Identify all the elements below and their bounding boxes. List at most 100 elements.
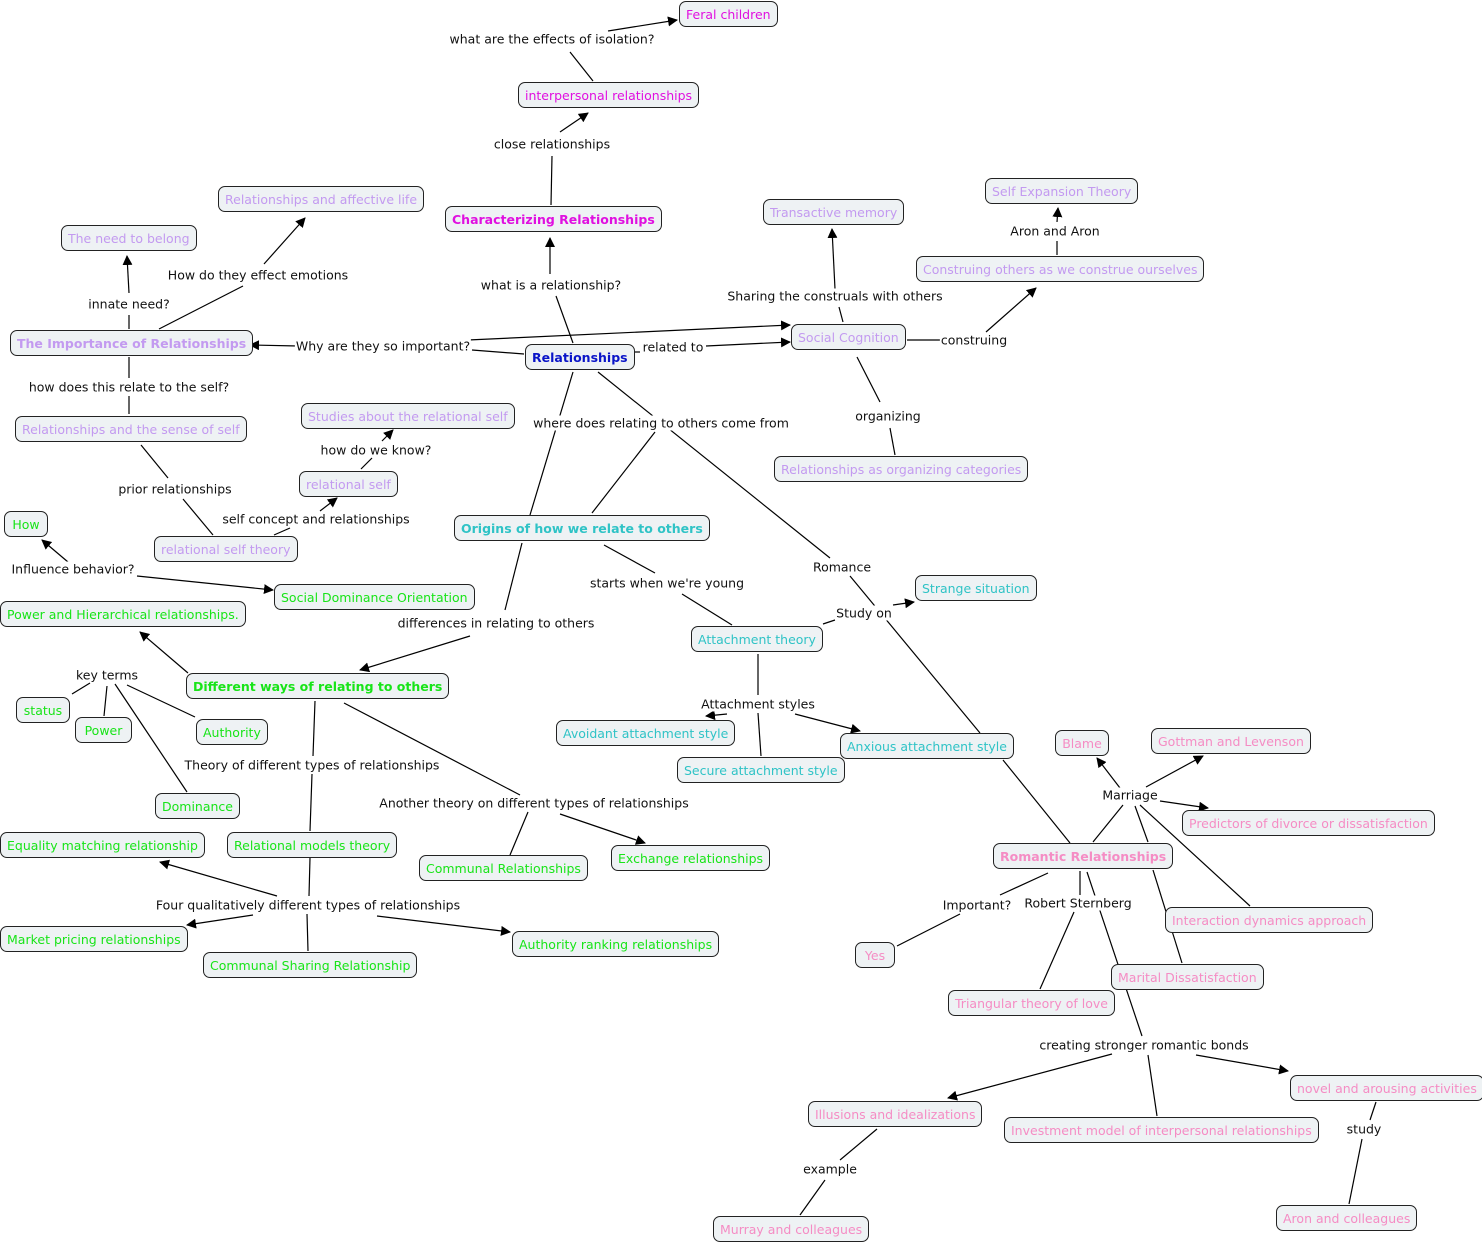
connector-line xyxy=(343,702,521,796)
concept-node-power[interactable]: Power xyxy=(75,717,132,743)
link-label: Theory of different types of relationshi… xyxy=(183,757,441,773)
connector-arrow xyxy=(827,228,838,290)
connector-line xyxy=(822,619,836,625)
link-label: how does this relate to the self? xyxy=(27,379,231,395)
concept-node-selfexp[interactable]: Self Expansion Theory xyxy=(985,178,1139,204)
concept-node-how[interactable]: How xyxy=(4,511,48,537)
connector-arrow xyxy=(794,713,861,734)
concept-node-equality[interactable]: Equality matching relationship xyxy=(0,832,205,858)
concept-node-interaction[interactable]: Interaction dynamics approach xyxy=(1165,907,1374,933)
link-label: organizing xyxy=(854,408,922,424)
link-label: Influence behavior? xyxy=(10,561,136,577)
connector-line xyxy=(529,371,574,516)
link-label: how do we know? xyxy=(319,442,433,458)
connector-line xyxy=(999,872,1049,896)
concept-node-origins[interactable]: Origins of how we relate to others xyxy=(454,515,710,541)
connector-line xyxy=(312,700,316,757)
connector-arrow xyxy=(559,112,589,133)
concept-node-relself[interactable]: relational self xyxy=(299,471,398,497)
concept-node-organizing[interactable]: Relationships as organizing categories xyxy=(774,456,1029,482)
concept-node-transactive[interactable]: Transactive memory xyxy=(763,199,905,225)
connector-arrow xyxy=(122,255,133,294)
concept-node-status[interactable]: status xyxy=(16,697,70,723)
concept-node-importance[interactable]: The Importance of Relationships xyxy=(10,330,254,356)
concept-node-secure[interactable]: Secure attachment style xyxy=(677,757,845,783)
concept-node-authority[interactable]: Authority xyxy=(196,719,268,745)
connector-line xyxy=(889,427,896,456)
link-label: close relationships xyxy=(492,136,612,152)
connector-line xyxy=(1348,1138,1363,1205)
concept-node-power_hier[interactable]: Power and Hierarchical relationships. xyxy=(0,601,246,627)
connector-arrow xyxy=(359,635,471,673)
connector-line xyxy=(799,1179,826,1216)
concept-node-affective[interactable]: Relationships and affective life xyxy=(218,186,425,212)
concept-node-illusions[interactable]: Illusions and idealizations xyxy=(808,1101,983,1127)
concept-node-interpersonal[interactable]: interpersonal relationships xyxy=(518,82,700,108)
concept-node-investment[interactable]: Investment model of interpersonal relati… xyxy=(1004,1117,1319,1143)
connector-line xyxy=(273,527,291,536)
concept-node-anxious[interactable]: Anxious attachment style xyxy=(840,733,1014,759)
concept-node-belong[interactable]: The need to belong xyxy=(61,225,197,251)
concept-node-yes[interactable]: Yes xyxy=(855,942,895,968)
connector-line xyxy=(1139,804,1251,907)
link-label: innate need? xyxy=(87,296,171,312)
concept-node-socialcog[interactable]: Social Cognition xyxy=(791,324,906,350)
concept-node-relationships[interactable]: Relationships xyxy=(525,344,635,370)
connector-line xyxy=(681,593,733,626)
concept-node-studies[interactable]: Studies about the relational self xyxy=(301,403,515,429)
concept-node-feral[interactable]: Feral children xyxy=(679,1,778,27)
concept-node-triangular[interactable]: Triangular theory of love xyxy=(948,990,1115,1016)
connector-arrow xyxy=(607,16,678,32)
concept-node-exchange[interactable]: Exchange relationships xyxy=(611,845,771,871)
connector-arrow xyxy=(381,429,394,442)
concept-node-construing[interactable]: Construing others as we construe ourselv… xyxy=(916,256,1205,282)
concept-node-murray[interactable]: Murray and colleagues xyxy=(713,1216,870,1242)
concept-node-romantic[interactable]: Romantic Relationships xyxy=(993,843,1174,869)
link-label: construing xyxy=(939,332,1009,348)
connector-line xyxy=(309,773,313,832)
connector-line xyxy=(103,685,108,717)
connector-arrow xyxy=(1145,755,1204,788)
connector-arrow xyxy=(139,631,189,674)
concept-node-aron[interactable]: Aron and colleagues xyxy=(1276,1205,1418,1231)
connector-line xyxy=(504,542,523,611)
concept-node-relmodels[interactable]: Relational models theory xyxy=(227,832,398,858)
link-label: Important? xyxy=(941,897,1013,913)
concept-node-blame[interactable]: Blame xyxy=(1055,730,1109,756)
concept-node-senseself[interactable]: Relationships and the sense of self xyxy=(15,416,247,442)
concept-node-marital[interactable]: Marital Dissatisfaction xyxy=(1111,964,1264,990)
concept-node-avoidant[interactable]: Avoidant attachment style xyxy=(556,720,736,746)
connector-line xyxy=(360,457,373,470)
link-label: self concept and relationships xyxy=(221,511,411,527)
link-label: what are the effects of isolation? xyxy=(448,31,656,47)
concept-node-communal[interactable]: Communal Relationships xyxy=(419,855,588,881)
link-label: example xyxy=(802,1161,858,1177)
concept-node-different[interactable]: Different ways of relating to others xyxy=(186,673,450,699)
link-label: related to xyxy=(641,339,705,355)
concept-node-authranking[interactable]: Authority ranking relationships xyxy=(512,931,720,957)
concept-node-communalsharing[interactable]: Communal Sharing Relationship xyxy=(203,952,418,978)
concept-node-relselftheory[interactable]: relational self theory xyxy=(154,536,298,562)
concept-node-attachment[interactable]: Attachment theory xyxy=(691,626,823,652)
link-label: Why are they so important? xyxy=(294,338,472,354)
connector-arrow xyxy=(559,813,646,845)
concept-node-market[interactable]: Market pricing relationships xyxy=(0,926,188,952)
link-label: where does relating to others come from xyxy=(532,415,790,431)
concept-node-strange[interactable]: Strange situation xyxy=(915,575,1037,601)
connector-line xyxy=(849,575,981,734)
connector-arrow xyxy=(263,217,306,265)
concept-node-dominance[interactable]: Dominance xyxy=(155,793,240,819)
connector-line xyxy=(757,712,762,757)
connector-arrow xyxy=(136,575,274,595)
concept-node-novel[interactable]: novel and arousing activities xyxy=(1290,1075,1482,1101)
connector-arrow xyxy=(947,1053,1113,1101)
concept-node-sdo[interactable]: Social Dominance Orientation xyxy=(274,584,475,610)
concept-node-predictors[interactable]: Predictors of divorce or dissatisfaction xyxy=(1182,810,1435,836)
link-label: what is a relationship? xyxy=(479,277,623,293)
concept-node-gottman[interactable]: Gottman and Levenson xyxy=(1151,728,1311,754)
connector-line xyxy=(126,684,196,718)
concept-node-characterizing[interactable]: Characterizing Relationships xyxy=(445,206,662,232)
link-label: How do they effect emotions xyxy=(166,267,350,283)
